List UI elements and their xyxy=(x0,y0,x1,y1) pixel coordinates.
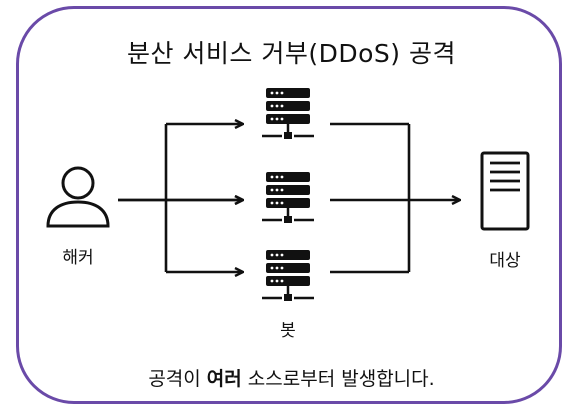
target-server-icon xyxy=(480,151,530,231)
hacker-to-bots-arrows xyxy=(118,124,243,272)
rounded-frame xyxy=(16,6,562,404)
bot-server-icon-2 xyxy=(262,172,314,223)
footer-prefix: 공격이 xyxy=(148,368,207,390)
target-label: 대상 xyxy=(489,251,521,271)
footer-emphasis: 여러 xyxy=(206,368,242,390)
footer-suffix: 소스로부터 발생합니다. xyxy=(241,368,435,390)
bot-server-icon-1 xyxy=(262,88,314,139)
bot-server-icon-3 xyxy=(262,250,314,301)
footer-caption: 공격이 여러 소스로부터 발생합니다. xyxy=(0,364,583,391)
bots-to-target-arrows xyxy=(330,122,460,274)
bot-label: 봇 xyxy=(280,321,296,341)
hacker-user-icon xyxy=(46,166,110,228)
hacker-label: 해커 xyxy=(62,248,94,268)
diagram-title: 분산 서비스 거부(DDoS) 공격 xyxy=(126,39,456,68)
